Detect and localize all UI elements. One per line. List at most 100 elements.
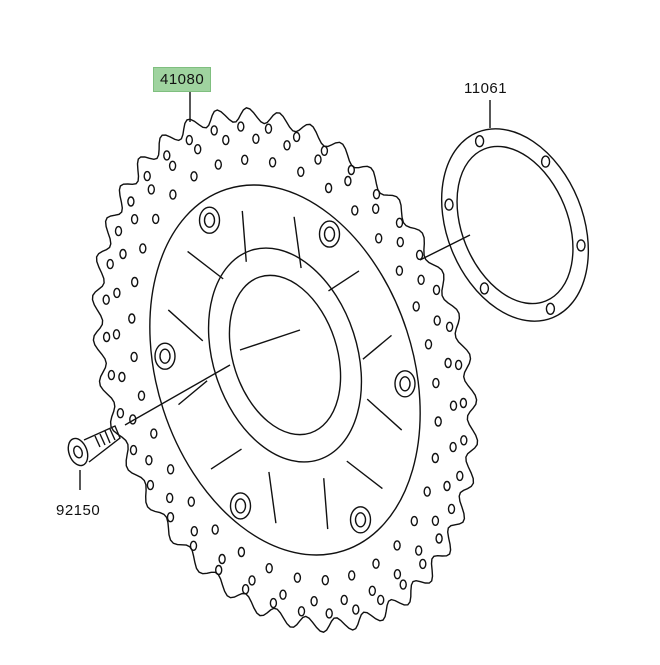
drill-hole	[445, 321, 454, 332]
carrier-spoke	[187, 210, 247, 280]
drill-hole	[293, 572, 302, 583]
drill-hole	[143, 170, 151, 182]
drill-hole	[324, 182, 333, 194]
carrier-spoke	[167, 309, 208, 406]
drill-hole	[415, 545, 423, 556]
drill-hole	[119, 248, 127, 260]
carrier-boss	[198, 206, 221, 234]
drill-hole	[210, 125, 218, 136]
drill-hole	[240, 154, 249, 166]
gasket-hole	[545, 302, 556, 315]
hub-ring	[207, 247, 363, 463]
drill-hole	[166, 512, 175, 523]
carrier-boss	[394, 370, 416, 398]
carrier-boss	[154, 342, 176, 370]
drill-hole	[147, 184, 156, 195]
drill-hole	[129, 444, 138, 456]
drill-hole	[187, 496, 196, 507]
drill-hole	[434, 416, 442, 427]
drill-hole	[375, 233, 383, 244]
drill-hole	[106, 258, 114, 270]
drill-hole	[424, 339, 433, 350]
drill-hole	[321, 575, 329, 586]
drill-hole	[193, 143, 202, 155]
drill-hole	[222, 134, 230, 146]
drill-hole	[130, 213, 139, 225]
drill-hole	[415, 249, 424, 261]
drill-hole	[102, 294, 110, 305]
carrier-boss-hole	[323, 226, 336, 242]
drill-hole	[435, 533, 443, 544]
drill-hole	[151, 213, 160, 225]
drill-hole	[169, 189, 177, 200]
drill-hole	[372, 188, 381, 200]
drill-hole	[449, 441, 457, 453]
drill-hole	[241, 584, 250, 595]
drill-hole	[116, 408, 125, 419]
drill-hole	[372, 558, 380, 569]
drill-hole	[130, 276, 139, 288]
carrier-boss-hole	[399, 376, 411, 392]
drill-hole	[268, 157, 277, 168]
drill-hole	[412, 301, 420, 312]
drill-hole	[248, 575, 256, 586]
drill-hole	[165, 492, 174, 504]
drill-hole	[419, 558, 427, 570]
carrier-spoke	[210, 448, 277, 524]
drill-hole	[449, 400, 458, 411]
drill-hole	[150, 428, 158, 439]
drill-hole	[348, 570, 356, 581]
gasket-hole	[479, 282, 490, 295]
drill-hole	[114, 225, 123, 237]
drill-hole	[283, 140, 291, 151]
drill-hole	[325, 608, 333, 619]
drill-hole	[264, 123, 273, 134]
drill-hole	[265, 563, 273, 574]
drill-hole	[454, 359, 463, 371]
drill-hole	[395, 217, 404, 229]
drill-hole	[460, 435, 468, 446]
drill-hole	[368, 585, 376, 596]
drill-hole	[456, 470, 464, 482]
drill-hole	[433, 315, 441, 326]
drill-hole	[395, 265, 404, 276]
drill-hole	[189, 540, 198, 551]
drill-hole	[459, 397, 468, 409]
drill-hole	[166, 464, 175, 475]
drill-hole	[237, 546, 246, 558]
drill-hole	[447, 503, 456, 515]
disc-carrier	[154, 206, 416, 534]
drill-hole	[145, 455, 153, 466]
carrier-boss-hole	[354, 512, 367, 528]
drill-hole	[127, 196, 135, 207]
drill-hole	[214, 159, 223, 170]
drill-hole	[431, 452, 439, 464]
drill-hole	[130, 351, 138, 363]
drill-hole	[444, 357, 452, 369]
carrier-spoke	[323, 460, 383, 530]
drill-hole	[190, 171, 198, 182]
drill-hole	[190, 526, 199, 537]
drill-hole	[410, 515, 418, 527]
part-number-gasket[interactable]: 11061	[464, 80, 508, 97]
drill-hole	[139, 243, 147, 254]
drill-hole	[393, 569, 402, 580]
drill-hole	[377, 594, 385, 606]
drill-hole	[399, 579, 407, 590]
drill-hole	[214, 564, 223, 576]
carrier-boss-hole	[203, 212, 216, 228]
drill-hole	[118, 371, 126, 383]
drill-hole	[352, 604, 360, 615]
gasket-hole	[576, 239, 586, 252]
drill-hole	[320, 145, 329, 157]
carrier-spoke	[362, 334, 403, 431]
drill-hole	[168, 160, 177, 172]
part-number-bolt[interactable]: 92150	[56, 502, 101, 519]
drill-hole	[185, 134, 194, 146]
bolt-drawing	[67, 425, 121, 467]
part-number-disc[interactable]: 41080	[153, 67, 212, 92]
bolt-connector-line	[124, 364, 231, 426]
drill-hole	[340, 594, 348, 606]
drill-hole	[269, 597, 278, 609]
